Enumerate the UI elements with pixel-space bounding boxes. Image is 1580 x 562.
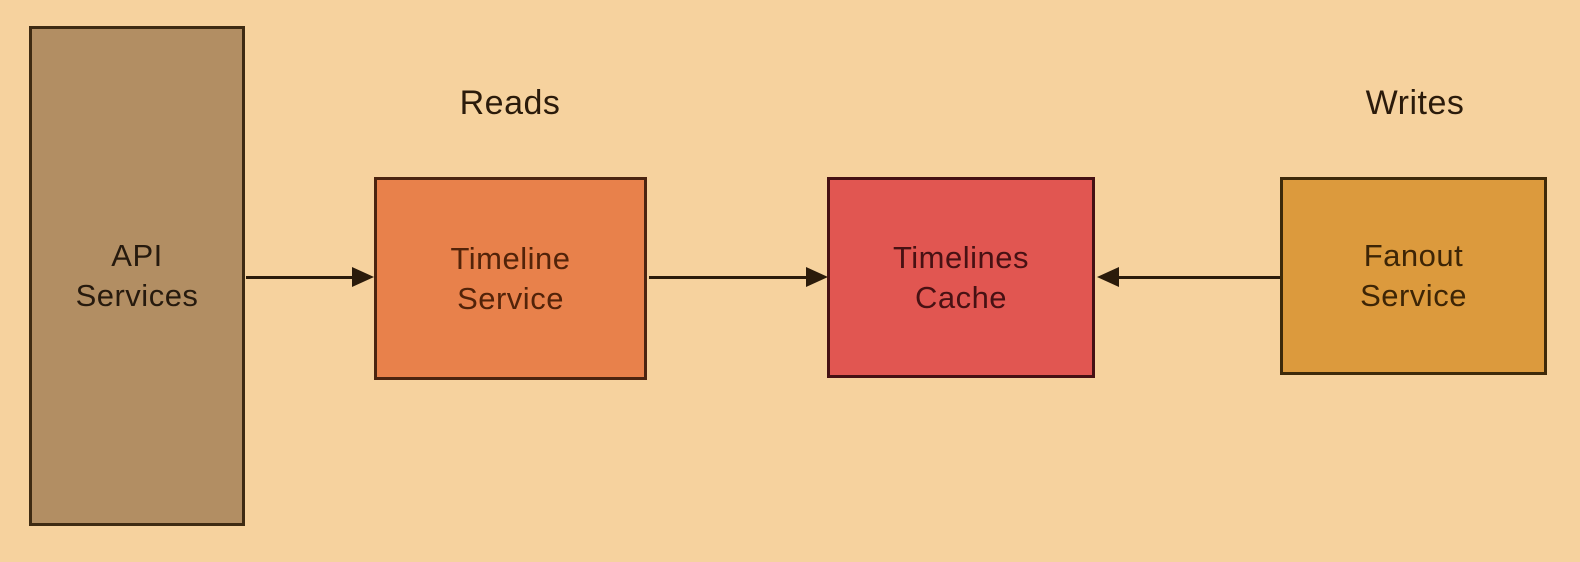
node-timelines-cache: Timelines Cache [827,177,1095,378]
reads-label: Reads [459,84,561,122]
node-label-line: Service [1360,278,1467,313]
node-label-line: Timelines [893,239,1029,275]
edge-timeline-to-cache-line [649,276,810,279]
node-label-line: Services [75,278,199,313]
arrowhead-right-icon [806,267,828,287]
arrowhead-right-icon [352,267,374,287]
node-label-line: API [111,238,163,273]
node-label-line: Service [457,280,564,316]
node-label-line: Fanout [1363,238,1464,273]
node-label-line: Cache [914,279,1008,315]
node-fanout-service: Fanout Service [1280,177,1547,375]
node-api-services: API Services [29,26,245,526]
node-label-line: Timeline [450,240,571,276]
writes-label: Writes [1365,84,1465,122]
edge-api-to-timeline-line [246,276,356,279]
edge-fanout-to-cache-line [1117,276,1280,279]
node-timeline-service: Timeline Service [374,177,647,380]
arrowhead-left-icon [1097,267,1119,287]
